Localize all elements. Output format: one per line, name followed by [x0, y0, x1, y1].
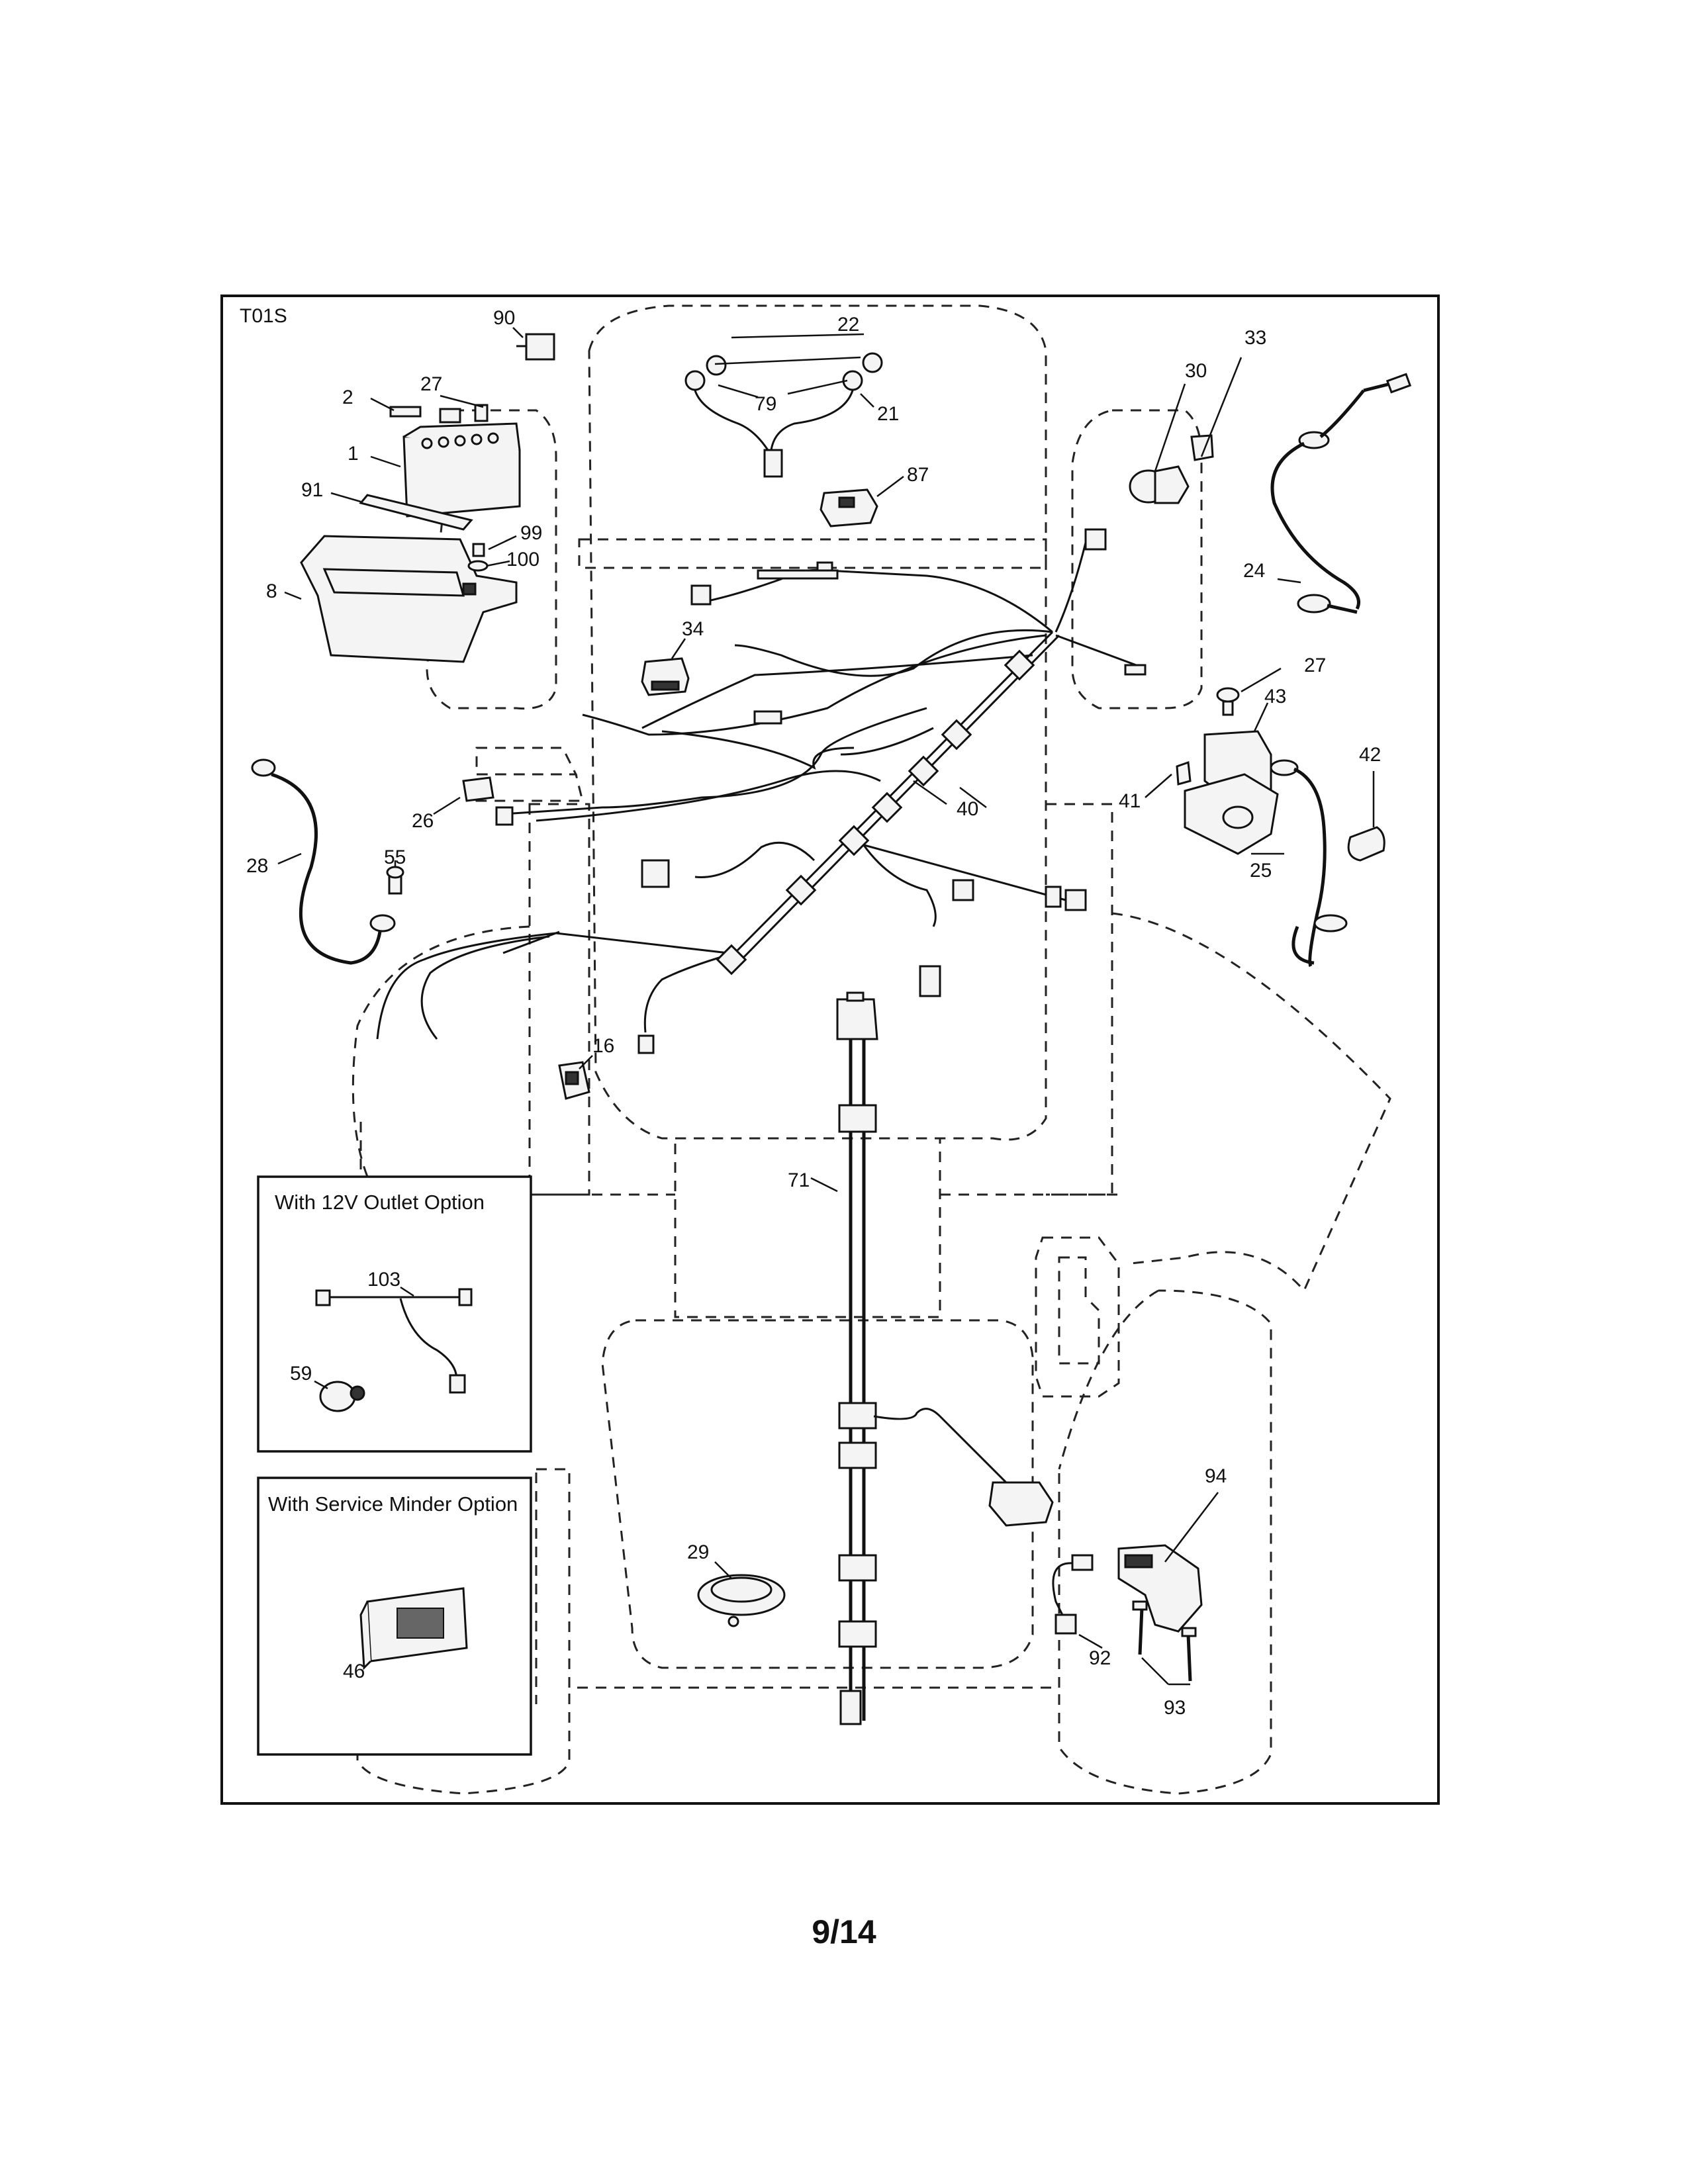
outlet-option-box: With 12V Outlet Option 103 59 [257, 1175, 532, 1453]
callout-34: 34 [682, 618, 704, 640]
callout-40: 40 [957, 798, 978, 820]
page-number: 9/14 [812, 1913, 876, 1950]
callout-59: 59 [290, 1363, 312, 1385]
solenoid-group [1176, 687, 1385, 968]
callout-labels: 90 22 79 21 87 33 30 24 27 2 1 91 99 100… [246, 307, 1381, 1719]
callout-41: 41 [1119, 790, 1141, 812]
callout-90: 90 [493, 307, 515, 329]
callout-8: 8 [266, 580, 277, 602]
harness-71 [697, 991, 1054, 1725]
left-middle-parts [251, 758, 590, 1100]
callout-2: 2 [342, 387, 353, 408]
callout-42: 42 [1359, 744, 1381, 766]
callout-79: 79 [755, 393, 776, 415]
tractor-outline [352, 304, 1391, 1795]
callout-28: 28 [246, 855, 268, 877]
right-upper-parts [1129, 373, 1412, 614]
callout-26: 26 [412, 810, 434, 832]
callout-22: 22 [837, 314, 859, 336]
callout-27-battery: 27 [420, 373, 442, 395]
diagram-code: T01S [240, 305, 287, 327]
outlet-option-title: With 12V Outlet Option [275, 1191, 485, 1214]
callout-21: 21 [877, 403, 899, 425]
service-minder-title: With Service Minder Option [268, 1492, 518, 1516]
callout-33: 33 [1244, 327, 1266, 349]
callout-87: 87 [907, 464, 929, 486]
callout-93: 93 [1164, 1697, 1186, 1719]
callout-71: 71 [788, 1169, 810, 1191]
callout-29: 29 [687, 1541, 709, 1563]
leader-lines [277, 333, 1375, 1686]
callout-100: 100 [506, 549, 539, 570]
callout-92: 92 [1089, 1647, 1111, 1669]
callout-103: 103 [367, 1269, 400, 1291]
callout-24: 24 [1243, 560, 1265, 582]
headlight-harness [684, 352, 883, 527]
callout-55: 55 [384, 846, 406, 868]
battery-group [300, 327, 555, 663]
lower-right-parts [1052, 1544, 1203, 1682]
callout-94: 94 [1205, 1465, 1227, 1487]
callout-46: 46 [343, 1661, 365, 1682]
diagram-frame [220, 295, 1440, 1805]
callout-43: 43 [1264, 686, 1286, 707]
callout-25: 25 [1250, 860, 1272, 882]
service-minder-box: With Service Minder Option 46 [257, 1477, 532, 1756]
callout-91: 91 [301, 479, 323, 501]
callout-30: 30 [1185, 360, 1207, 382]
main-harness [376, 528, 1147, 1054]
callout-1: 1 [348, 443, 359, 465]
callout-16: 16 [592, 1035, 614, 1057]
callout-99: 99 [520, 522, 542, 544]
callout-27-solenoid: 27 [1304, 655, 1326, 676]
